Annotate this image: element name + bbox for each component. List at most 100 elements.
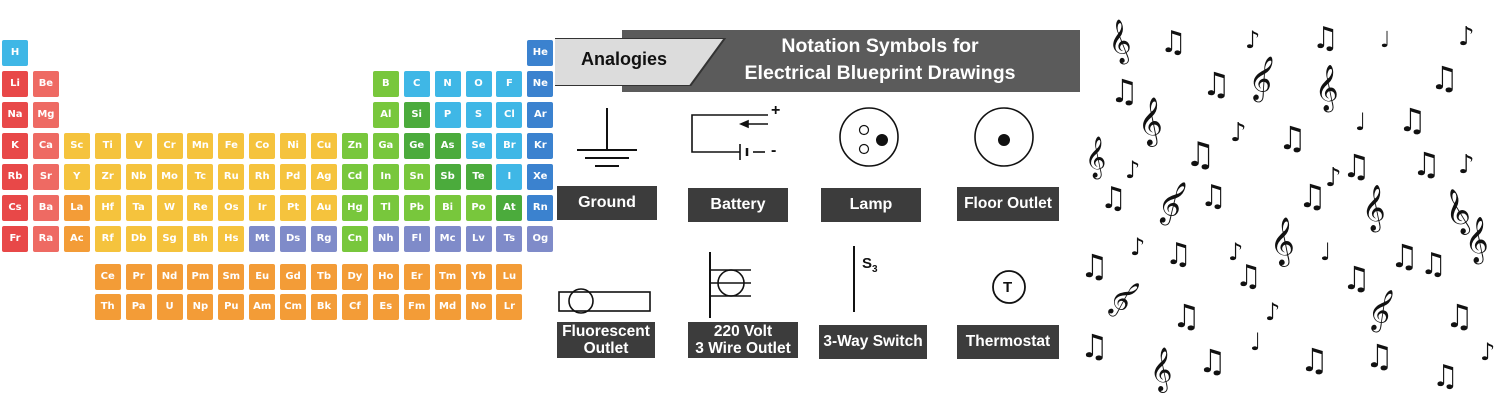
eighth-note-icon: ♪: [1125, 156, 1141, 184]
fluorescent-label-line-2: Outlet: [583, 340, 629, 357]
element-og: Og: [527, 226, 554, 252]
element-pm: Pm: [187, 264, 214, 290]
beamed-notes-icon: ♫: [1430, 59, 1459, 97]
element-cn: Cn: [341, 226, 368, 252]
element-c: C: [403, 71, 430, 97]
element-sm: Sm: [218, 264, 245, 290]
quarter-note-icon: ♩: [1320, 238, 1332, 266]
fluorescent-outlet-label: Fluorescent Outlet: [557, 322, 655, 358]
element-nh: Nh: [372, 226, 399, 252]
element-tc: Tc: [187, 164, 214, 190]
beamed-notes-icon: ♫: [1198, 342, 1227, 380]
treble-clef-icon: 𝄞: [1362, 185, 1386, 231]
title-line-1: Notation Symbols for: [781, 35, 979, 57]
beamed-notes-icon: ♫: [1278, 119, 1307, 157]
element-cd: Cd: [341, 164, 368, 190]
element-th: Th: [94, 294, 121, 320]
element-pa: Pa: [125, 294, 152, 320]
element-li: Li: [2, 71, 28, 97]
switch-subscript: 3: [872, 264, 878, 275]
beamed-notes-icon: ♫: [1235, 259, 1262, 294]
treble-clef-icon: 𝄞: [1151, 176, 1193, 228]
eighth-note-icon: ♪: [1480, 338, 1496, 366]
element-b: B: [372, 71, 399, 97]
element-md: Md: [434, 294, 461, 320]
beamed-notes-icon: ♫: [1445, 297, 1474, 335]
battery-plus-sign: +: [771, 102, 781, 119]
beamed-notes-icon: ♫: [1300, 341, 1329, 379]
lamp-icon: [839, 107, 899, 167]
quarter-note-icon: ♩: [1380, 28, 1391, 53]
title-line-2: Electrical Blueprint Drawings: [744, 62, 1016, 84]
element-ru: Ru: [218, 164, 245, 190]
element-yb: Yb: [465, 264, 492, 290]
element-db: Db: [125, 226, 152, 252]
element-as: As: [434, 133, 461, 159]
switch-letter: S: [862, 255, 873, 272]
element-h: H: [2, 40, 28, 66]
beamed-notes-icon: ♫: [1432, 359, 1459, 394]
battery-label: Battery: [688, 188, 788, 222]
treble-clef-icon: 𝄞: [1315, 65, 1339, 111]
fluorescent-outlet-icon: [558, 288, 651, 314]
element-ra: Ra: [32, 226, 59, 252]
element-po: Po: [465, 195, 492, 221]
music-notes-panel: 𝄞 ♫ ♪ ♫ ♩ ♪ ♫ ♫ 𝄞 𝄞 ♫ 𝄞 ♪ ♫ ♩ ♫ 𝄞 ♪ ♫ ♪ …: [1080, 0, 1500, 400]
element-cf: Cf: [341, 294, 368, 320]
element-ba: Ba: [32, 195, 59, 221]
element-ne: Ne: [527, 71, 554, 97]
element-gd: Gd: [280, 264, 307, 290]
element-be: Be: [32, 71, 59, 97]
battery-label-text: Battery: [710, 196, 766, 213]
element-mn: Mn: [187, 133, 214, 159]
element-sn: Sn: [403, 164, 430, 190]
panel-title: Notation Symbols for Electrical Blueprin…: [685, 33, 1075, 87]
element-ac: Ac: [63, 226, 90, 252]
element-tl: Tl: [372, 195, 399, 221]
3-way-switch-label: 3-Way Switch: [819, 325, 927, 359]
element-mc: Mc: [434, 226, 461, 252]
element-hg: Hg: [341, 195, 368, 221]
electrical-symbols-panel: Analogies Notation Symbols for Electrica…: [555, 0, 1080, 400]
treble-clef-icon: 𝄞: [1150, 347, 1173, 391]
element-xe: Xe: [527, 164, 554, 190]
element-bi: Bi: [434, 195, 461, 221]
220-volt-outlet-icon: [709, 252, 751, 318]
element-at: At: [496, 195, 523, 221]
element-cm: Cm: [280, 294, 307, 320]
element-fl: Fl: [403, 226, 430, 252]
element-la: La: [63, 195, 90, 221]
element-np: Np: [187, 294, 214, 320]
element-pr: Pr: [125, 264, 152, 290]
element-cr: Cr: [156, 133, 183, 159]
element-tm: Tm: [434, 264, 461, 290]
element-pu: Pu: [218, 294, 245, 320]
element-w: W: [156, 195, 183, 221]
element-cs: Cs: [2, 195, 28, 221]
beamed-notes-icon: ♫: [1420, 247, 1447, 282]
element-sc: Sc: [63, 133, 90, 159]
eighth-note-icon: ♪: [1228, 238, 1244, 266]
lamp-label: Lamp: [821, 188, 921, 222]
element-rb: Rb: [2, 164, 28, 190]
element-v: V: [125, 133, 152, 159]
element-he: He: [527, 40, 554, 66]
element-n: N: [434, 71, 461, 97]
floor-outlet-label-text: Floor Outlet: [964, 195, 1052, 212]
element-mo: Mo: [156, 164, 183, 190]
fluorescent-label-line-1: Fluorescent: [562, 323, 650, 340]
element-am: Am: [249, 294, 276, 320]
beamed-notes-icon: ♫: [1342, 147, 1371, 185]
element-rn: Rn: [527, 195, 554, 221]
element-er: Er: [403, 264, 430, 290]
element-ca: Ca: [32, 133, 59, 159]
element-nb: Nb: [125, 164, 152, 190]
element-au: Au: [311, 195, 337, 221]
volt-label-line-1: 220 Volt: [713, 323, 773, 340]
treble-clef-icon: 𝄞: [1101, 275, 1145, 321]
element-ga: Ga: [372, 133, 399, 159]
volt-label-line-2: 3 Wire Outlet: [695, 340, 791, 357]
element-mt: Mt: [249, 226, 276, 252]
ground-label-text: Ground: [578, 194, 636, 211]
